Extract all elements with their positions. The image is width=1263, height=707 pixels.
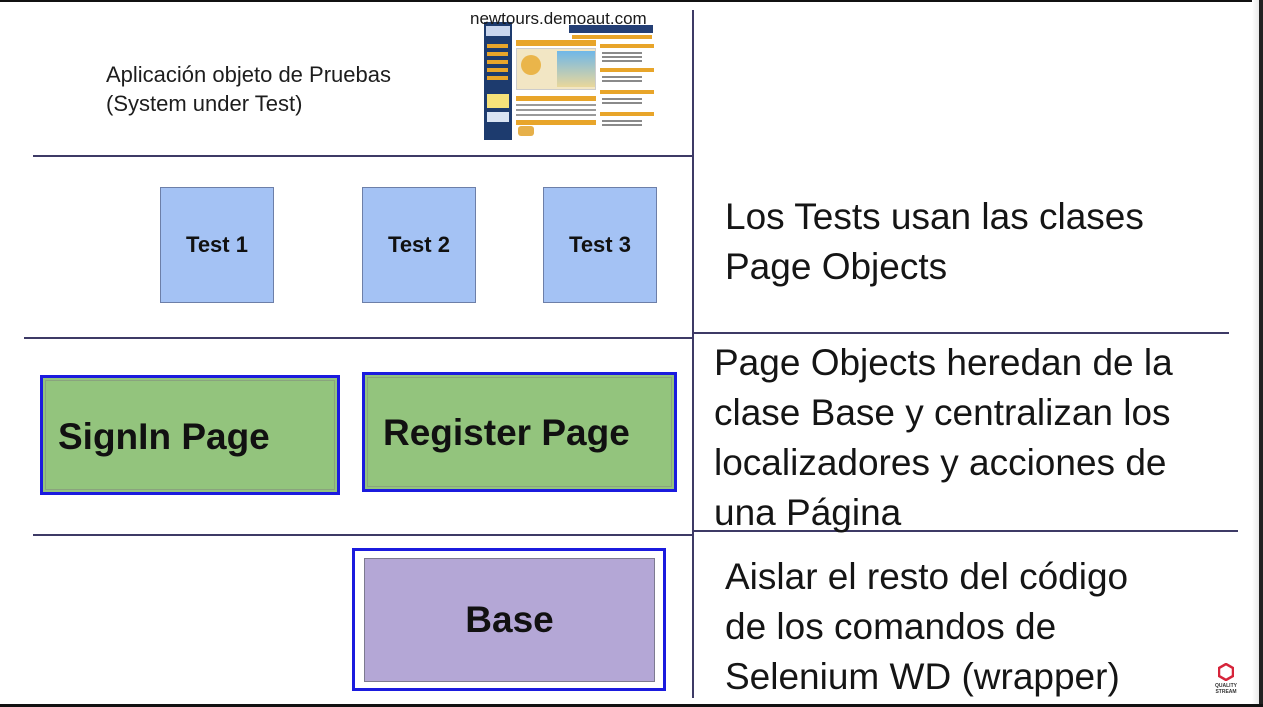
thumbnail-sidebar	[484, 22, 512, 140]
vertical-divider	[692, 10, 694, 698]
thumbnail-col-header	[600, 68, 654, 72]
thumbnail-col-line	[602, 120, 642, 122]
thumbnail-ad	[487, 112, 509, 122]
thumbnail-banner	[516, 40, 596, 46]
base-label: Base	[364, 558, 655, 682]
thumbnail-nav-item	[487, 60, 508, 64]
thumbnail-disc	[521, 55, 541, 75]
frame-top-edge	[0, 0, 1263, 2]
thumbnail-nav-item	[487, 44, 508, 48]
thumbnail-col-line	[602, 80, 642, 82]
register-page-label: Register Page	[383, 412, 630, 453]
thumbnail-image	[518, 126, 534, 136]
thumbnail-row	[516, 109, 596, 111]
brand-logo: QUALITY STREAM	[1206, 663, 1246, 695]
thumbnail-photo	[516, 48, 596, 90]
register-page-inner-border	[367, 377, 672, 487]
thumbnail-col-line	[602, 76, 642, 78]
thumbnail-col-line	[602, 52, 642, 54]
thumbnail-row-header	[516, 96, 596, 101]
thumbnail-col-header	[600, 44, 654, 48]
test-box-3: Test 3	[543, 187, 657, 303]
site-url: newtours.demoaut.com	[470, 9, 647, 28]
thumbnail-row	[516, 114, 596, 116]
brand-text: QUALITY STREAM	[1215, 683, 1237, 695]
divider-pages-base	[33, 534, 693, 536]
thumbnail-col-line	[602, 60, 642, 62]
thumbnail-beach	[557, 51, 595, 87]
thumbnail-row	[516, 104, 596, 106]
page-objects-description: Page Objects heredan de la clase Base y …	[714, 342, 1173, 533]
thumbnail-col-header	[600, 112, 654, 116]
signin-page-label: SignIn Page	[58, 416, 270, 457]
sut-label-line1: Aplicación objeto de Pruebas	[106, 62, 391, 87]
base-box: Base	[352, 548, 666, 691]
test-box-1: Test 1	[160, 187, 274, 303]
thumbnail-ad	[487, 94, 509, 108]
thumbnail-col-line	[602, 124, 642, 126]
register-page-box: Register Page	[362, 372, 677, 492]
divider-pages-base-right	[693, 530, 1238, 532]
thumbnail-nav-item	[487, 52, 508, 56]
frame-right-edge	[1259, 0, 1263, 707]
test-box-2: Test 2	[362, 187, 476, 303]
signin-page-box: SignIn Page	[40, 375, 340, 495]
sut-label: Aplicación objeto de Pruebas (System und…	[106, 60, 391, 118]
thumbnail-nav-item	[487, 68, 508, 72]
tests-description: Los Tests usan las clases Page Objects	[725, 196, 1144, 287]
thumbnail-nav-item	[487, 76, 508, 80]
frame-bottom-edge	[0, 704, 1263, 707]
thumbnail-col-header	[600, 90, 654, 94]
thumbnail-right-column	[600, 44, 654, 140]
website-thumbnail	[484, 22, 656, 140]
base-description: Aislar el resto del código de los comand…	[725, 556, 1129, 697]
right-shadow	[1252, 0, 1259, 707]
signin-page-inner-border	[45, 380, 335, 490]
sut-label-line2: (System under Test)	[106, 91, 303, 116]
thumbnail-row-header	[516, 120, 596, 125]
thumbnail-menu	[572, 35, 652, 39]
thumbnail-col-line	[602, 56, 642, 58]
thumbnail-logo	[486, 26, 510, 36]
brand-hexagon-icon	[1218, 663, 1234, 681]
divider-tests-pages-right	[693, 332, 1229, 334]
thumbnail-col-line	[602, 98, 642, 100]
divider-tests-pages	[24, 337, 693, 339]
divider-sut-tests	[33, 155, 693, 157]
thumbnail-topbar	[569, 25, 653, 33]
thumbnail-col-line	[602, 102, 642, 104]
